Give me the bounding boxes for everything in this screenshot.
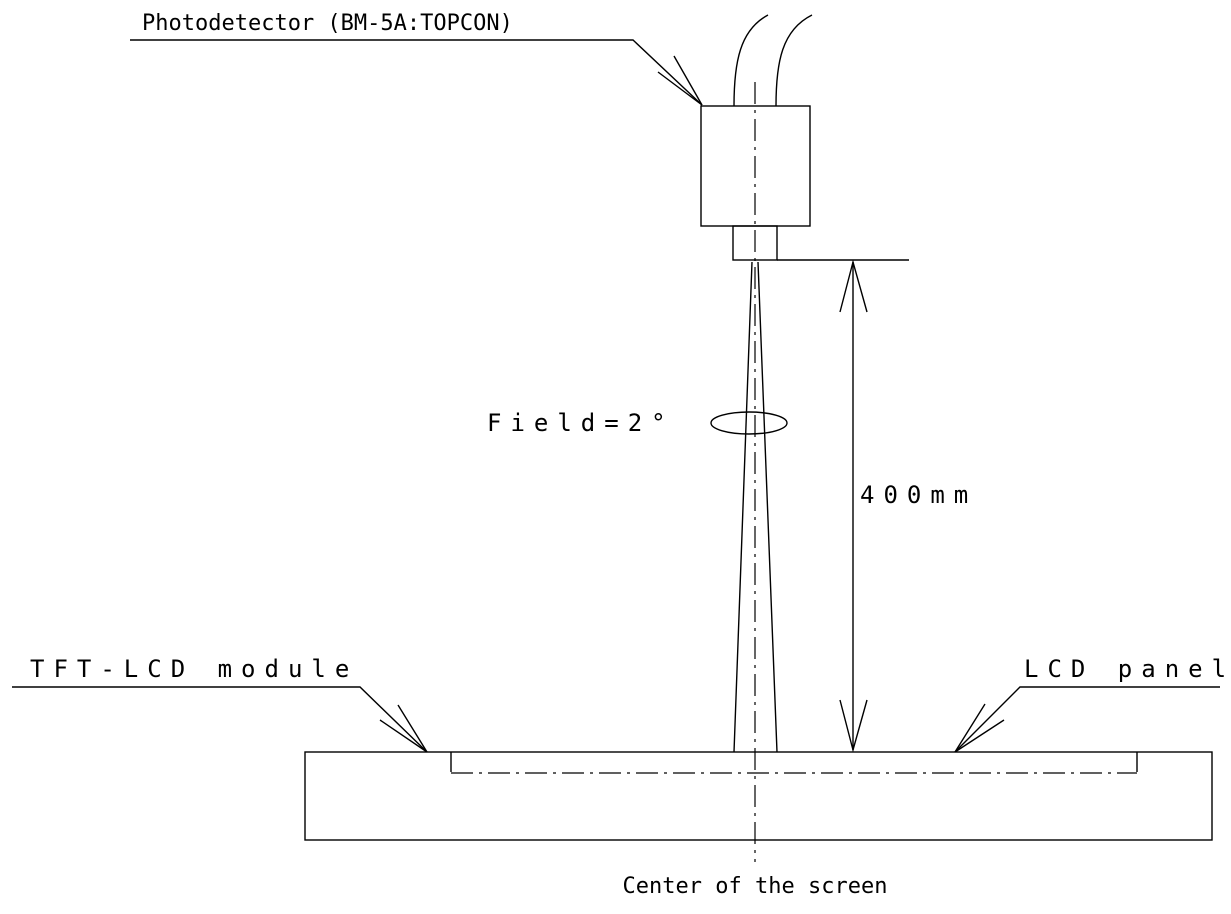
field-label: Field=2° [487,409,675,437]
panel-label: LCD panel [1024,655,1231,683]
photodetector-leader-arrowhead [657,55,703,106]
photodetector-leader-line [130,39,703,106]
lcd-module-body [304,751,1213,841]
photodetector-label: Photodetector (BM-5A:TOPCON) [142,11,513,36]
field-angle-ellipse [710,411,788,435]
module-label: TFT-LCD module [30,655,358,683]
dimension-arrowhead-top [839,259,868,313]
field-of-view-cone [733,261,778,753]
cable-right [775,14,813,107]
panel-leader-line [954,686,1220,753]
distance-label: 400mm [860,481,977,509]
cable-left [733,14,769,107]
dimension-arrowhead-bottom [839,699,868,753]
module-leader-line [12,686,428,753]
center-label: Center of the screen [623,874,888,899]
panel-edge-marks [450,752,1138,772]
